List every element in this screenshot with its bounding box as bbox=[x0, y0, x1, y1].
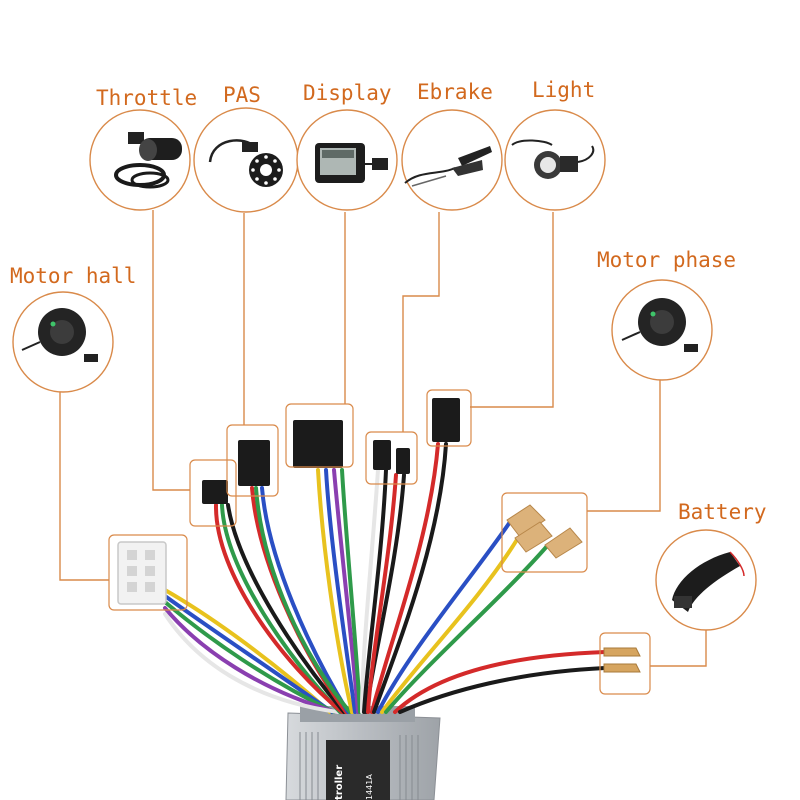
light-frame bbox=[426, 389, 472, 447]
controller-box: troller 1441A bbox=[285, 706, 441, 800]
hub-motor-icon bbox=[611, 279, 713, 381]
ebrake-frame bbox=[365, 431, 418, 485]
light-connector bbox=[432, 398, 460, 442]
display-label: Display bbox=[303, 81, 392, 105]
motor-hall-label: Motor hall bbox=[10, 264, 136, 288]
display-connector bbox=[293, 420, 343, 468]
motor-phase-leader bbox=[587, 380, 661, 512]
battery-icon bbox=[655, 529, 757, 631]
battery-connectors bbox=[603, 647, 641, 673]
controller-label-fragment: troller bbox=[334, 765, 345, 800]
motor-phase-label: Motor phase bbox=[597, 248, 736, 272]
ebrake-label: Ebrake bbox=[417, 80, 493, 104]
throttle-icon bbox=[89, 109, 191, 211]
motor-hall-leader bbox=[59, 392, 109, 581]
display-frame bbox=[285, 403, 354, 468]
pas-sensor-icon bbox=[193, 107, 299, 213]
pas-connector bbox=[238, 440, 270, 486]
ebrake-connector-2 bbox=[396, 448, 410, 474]
throttle-leader bbox=[152, 210, 190, 491]
controller-model-fragment: 1441A bbox=[365, 774, 374, 800]
connectors bbox=[117, 398, 641, 673]
light-leader bbox=[470, 212, 554, 408]
battery-leader bbox=[650, 628, 707, 667]
wire-bundle bbox=[163, 442, 607, 714]
light-icon bbox=[504, 109, 606, 211]
motor-phase-connectors bbox=[506, 504, 583, 559]
motor-phase-frame bbox=[501, 492, 588, 573]
pas-frame bbox=[226, 424, 279, 497]
motor-hall-frame bbox=[108, 534, 188, 611]
motor-hall-connector bbox=[117, 541, 167, 605]
throttle-frame bbox=[189, 459, 237, 527]
display-icon bbox=[296, 109, 398, 211]
ebrake-connector-1 bbox=[373, 440, 391, 470]
light-label: Light bbox=[532, 78, 595, 102]
pas-label: PAS bbox=[223, 83, 261, 107]
ebrake-leader bbox=[402, 212, 440, 432]
connector-frames bbox=[108, 389, 651, 695]
throttle-connector bbox=[202, 480, 228, 504]
throttle-label: Throttle bbox=[96, 86, 197, 110]
battery-label: Battery bbox=[678, 500, 767, 524]
hub-motor-icon bbox=[12, 291, 114, 393]
leader-lines bbox=[59, 210, 707, 667]
battery-frame bbox=[599, 632, 651, 695]
ebrake-icon bbox=[401, 109, 503, 211]
